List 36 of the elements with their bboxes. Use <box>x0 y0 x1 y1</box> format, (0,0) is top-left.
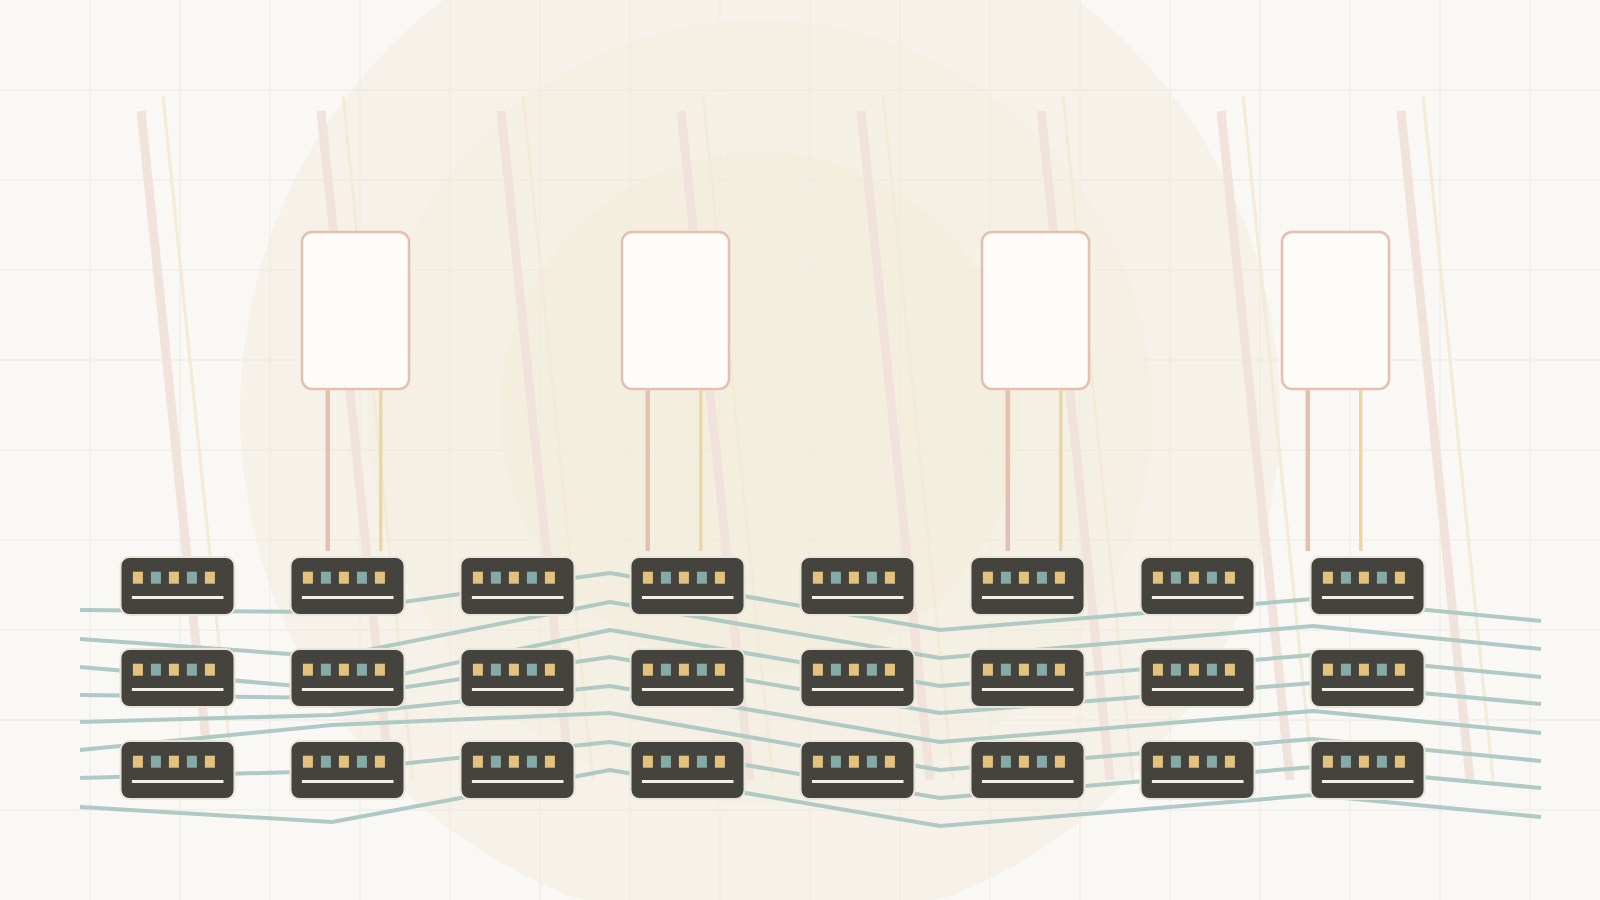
empty-panel <box>620 230 731 391</box>
server-unit <box>969 556 1086 616</box>
server-unit <box>119 556 236 616</box>
server-unit <box>1139 740 1256 800</box>
connector-line <box>325 390 330 551</box>
server-unit <box>459 556 576 616</box>
server-unit <box>629 648 746 708</box>
server-unit <box>289 740 406 800</box>
server-unit <box>459 648 576 708</box>
connector-line <box>699 390 703 551</box>
server-unit <box>1309 740 1426 800</box>
server-unit <box>1139 556 1256 616</box>
server-unit <box>799 740 916 800</box>
connector-line <box>645 390 650 551</box>
connector-line <box>379 390 383 551</box>
server-unit <box>969 648 1086 708</box>
server-unit <box>969 740 1086 800</box>
server-unit <box>799 556 916 616</box>
server-unit <box>629 740 746 800</box>
connector-line <box>1005 390 1010 551</box>
empty-panel <box>1280 230 1391 391</box>
empty-panel <box>300 230 411 391</box>
server-unit <box>289 648 406 708</box>
server-unit <box>799 648 916 708</box>
server-unit <box>1309 648 1426 708</box>
server-unit <box>119 740 236 800</box>
empty-panel <box>980 230 1091 391</box>
server-unit <box>289 556 406 616</box>
server-unit <box>629 556 746 616</box>
connector-line <box>1359 390 1363 551</box>
connector-line <box>1059 390 1063 551</box>
server-unit <box>1309 556 1426 616</box>
connector-line <box>1305 390 1310 551</box>
server-unit <box>459 740 576 800</box>
server-unit <box>1139 648 1256 708</box>
server-unit <box>119 648 236 708</box>
